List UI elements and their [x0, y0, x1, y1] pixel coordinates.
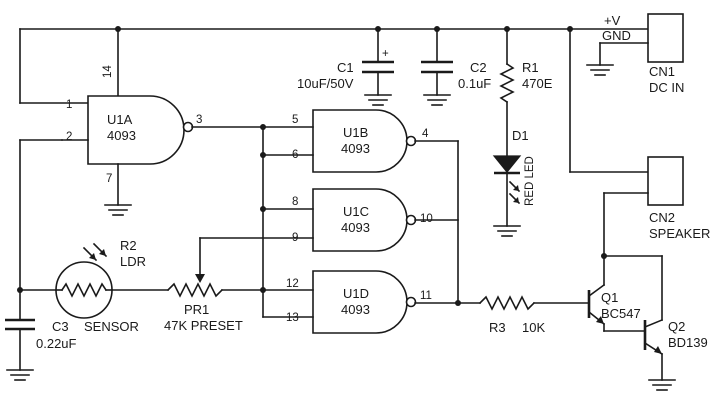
u1c-pin10: 10 — [420, 213, 433, 225]
c1-polarity: + — [382, 48, 389, 60]
r3-ref: R3 — [489, 320, 506, 335]
capacitor-c1: + C1 10uF/50V — [297, 28, 394, 106]
resistor-r1: R1 470E — [499, 28, 553, 157]
led-d1: D1 RED LED — [492, 128, 536, 237]
c1-value: 10uF/50V — [297, 76, 354, 91]
u1d-pin12: 12 — [286, 278, 299, 290]
d1-value: RED LED — [524, 156, 536, 206]
c1-ref: C1 — [337, 60, 354, 75]
cn1-ref: CN1 — [649, 64, 675, 79]
r1-value: 470E — [522, 76, 553, 91]
u1a-pin1: 1 — [66, 99, 72, 111]
u1c-pin8: 8 — [292, 196, 298, 208]
gate-u1b: U1B 4093 5 6 4 — [262, 109, 429, 173]
cn1-plus-label: +V — [604, 13, 621, 28]
u1b-pin6: 6 — [292, 149, 298, 161]
u1d-part: 4093 — [341, 302, 370, 317]
u1c-pin9: 9 — [292, 232, 298, 244]
power-rail — [19, 28, 649, 104]
u1d-pin13: 13 — [286, 312, 299, 324]
transistor-q2: Q2 BD139 — [603, 255, 708, 391]
connector-cn1: +V GND CN1 DC IN — [586, 13, 684, 95]
r2-ref: R2 — [120, 238, 137, 253]
preset-pr1: PR1 47K PRESET — [111, 237, 264, 333]
ldr-r2: R2 LDR SENSOR — [55, 238, 146, 334]
cn1-gnd-label: GND — [602, 28, 631, 43]
q2-ref: Q2 — [668, 319, 685, 334]
cn2-ref: CN2 — [649, 210, 675, 225]
u1b-name: U1B — [343, 125, 368, 140]
r2-note: SENSOR — [84, 319, 139, 334]
u1a-pin3: 3 — [196, 114, 202, 126]
cn2-label: SPEAKER — [649, 226, 710, 241]
c3-ref: C3 — [52, 319, 69, 334]
u1a-pin2: 2 — [66, 131, 72, 143]
u1b-pin5: 5 — [292, 114, 298, 126]
connector-cn2: CN2 SPEAKER — [569, 28, 710, 286]
c3-value: 0.22uF — [36, 336, 77, 351]
u1d-pin11: 11 — [420, 290, 432, 302]
q1-ref: Q1 — [601, 290, 618, 305]
pr1-ref: PR1 — [184, 302, 209, 317]
ground-u1a — [104, 204, 132, 216]
u1b-pin4: 4 — [422, 128, 429, 140]
capacitor-c3: C3 0.22uF — [5, 318, 77, 381]
u1b-part: 4093 — [341, 141, 370, 156]
r1-ref: R1 — [522, 60, 539, 75]
r2-value: LDR — [120, 254, 146, 269]
q1-value: BC547 — [601, 306, 641, 321]
transistor-q1: Q1 BC547 — [587, 283, 646, 332]
gate-u1d: U1D 4093 12 13 11 — [262, 270, 432, 334]
u1c-part: 4093 — [341, 220, 370, 235]
q2-value: BD139 — [668, 335, 708, 350]
resistor-r3: R3 10K — [478, 295, 590, 335]
u1c-name: U1C — [343, 204, 369, 219]
c2-value: 0.1uF — [458, 76, 491, 91]
d1-ref: D1 — [512, 128, 529, 143]
gate-u1a: U1A 4093 1 2 3 14 7 — [61, 65, 202, 206]
u1a-part: 4093 — [107, 128, 136, 143]
u1a-name: U1A — [107, 112, 133, 127]
u1a-pin7: 7 — [106, 173, 112, 185]
u1d-name: U1D — [343, 286, 369, 301]
u1a-pin14: 14 — [102, 65, 114, 78]
cn1-label: DC IN — [649, 80, 684, 95]
pr1-value: 47K PRESET — [164, 318, 243, 333]
gate-u1c: U1C 4093 8 9 10 — [199, 188, 433, 252]
capacitor-c2: C2 0.1uF — [421, 28, 491, 106]
r3-value: 10K — [522, 320, 545, 335]
c2-ref: C2 — [470, 60, 487, 75]
